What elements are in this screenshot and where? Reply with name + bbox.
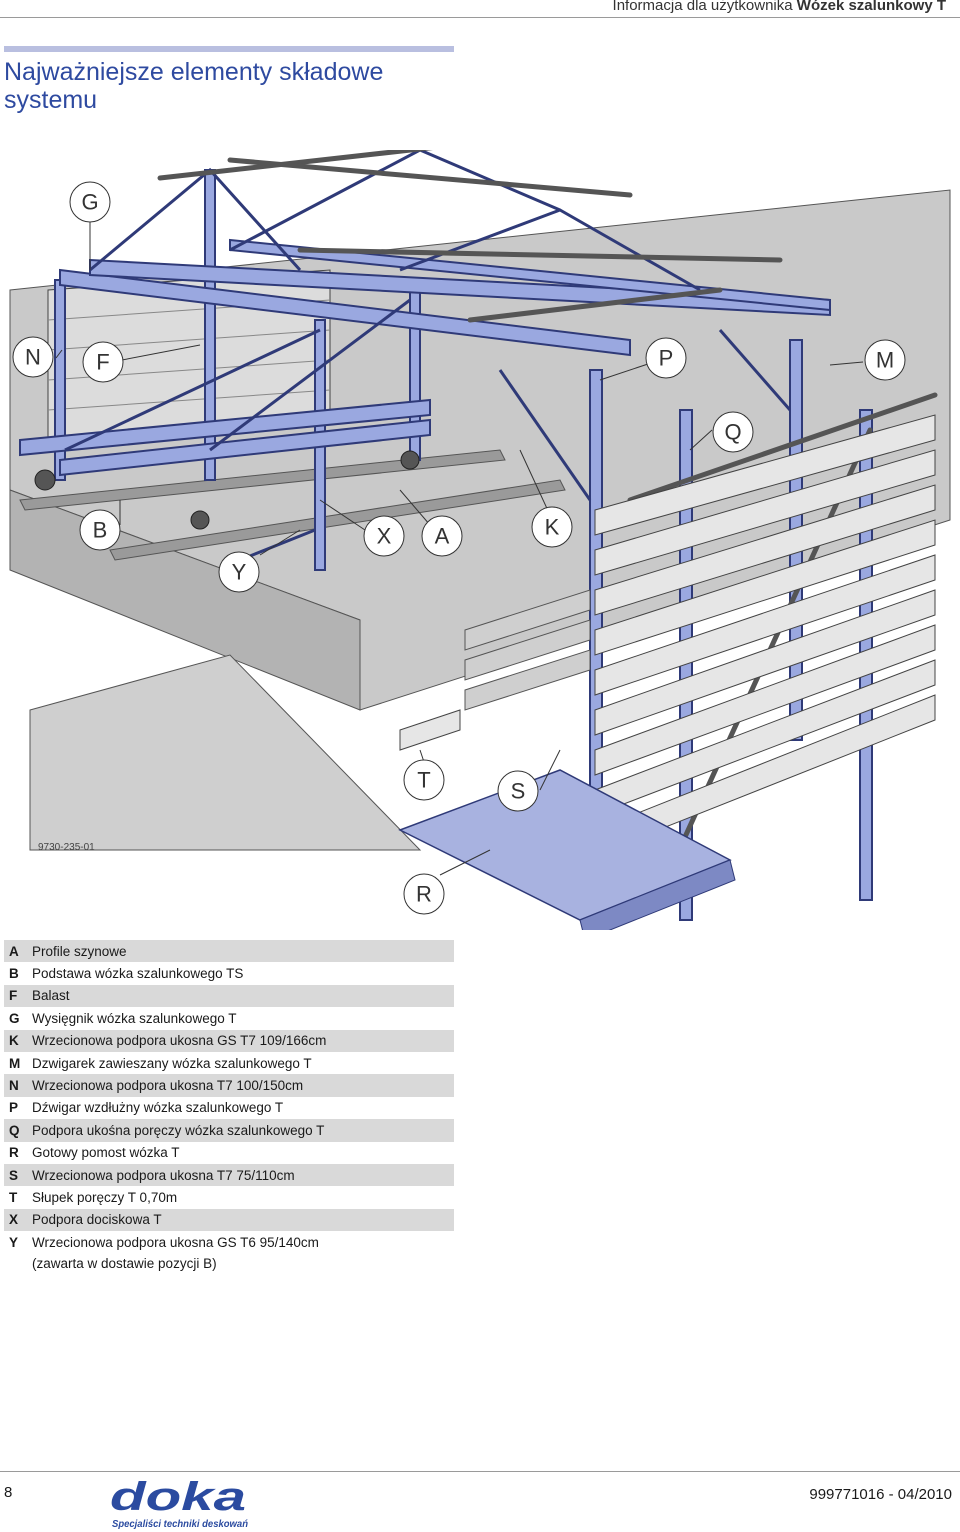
page-number: 8 [4,1484,13,1501]
header-product: Wózek szalunkowy T [796,0,946,14]
legend-row: G Wysięgnik wózka szalunkowego T [4,1007,454,1029]
legend-key: F [9,988,18,1004]
legend-text: Wrzecionowa podpora ukosna T7 75/110cm [32,1167,295,1183]
legend-text: Balast [32,988,70,1004]
legend-text: Profile szynowe [32,943,127,959]
legend-row: T Słupek poręczy T 0,70m [4,1186,454,1208]
legend-row: R Gotowy pomost wózka T [4,1142,454,1164]
logo-word: doka [110,1476,246,1519]
legend-key: M [9,1055,21,1071]
callout-Y: Y [232,560,247,585]
legend-row: B Podstawa wózka szalunkowego TS [4,962,454,984]
callout-M: M [876,348,894,373]
legend-row: S Wrzecionowa podpora ukosna T7 75/110cm [4,1163,454,1187]
legend-row: K Wrzecionowa podpora ukosna GS T7 109/16… [4,1029,454,1052]
callout-A: A [435,524,450,549]
system-illustration: G N F P M Q B X A K Y T S R [9,150,951,930]
callout-X: X [377,524,392,549]
legend-row: M Dzwigarek zawieszany wózka szalunkowego… [4,1052,454,1074]
callout-P: P [659,346,674,371]
legend-key: K [9,1033,19,1049]
title-accent-bar [4,46,454,52]
legend-row: A Profile szynowe [4,940,454,963]
legend-continuation: (zawarta w dostawie pozycji B) [32,1256,217,1272]
callout-F: F [96,350,109,375]
legend-key: A [9,943,19,959]
callout-T: T [417,768,430,793]
legend-row: X Podpora dociskowa T [4,1208,454,1232]
callout-R: R [416,882,432,907]
legend-key: P [9,1100,19,1116]
legend-text: Podpora dociskowa T [32,1212,162,1228]
legend-text: Wrzecionowa podpora ukosna GS T6 95/140c… [32,1234,319,1250]
legend-key: S [9,1167,19,1183]
legend-text: Gotowy pomost wózka T [32,1145,180,1161]
callout-B: B [93,518,108,543]
footer-rule [0,1471,960,1472]
legend-key: R [9,1145,19,1161]
page-title: Najważniejsze elementy składowe systemu [4,58,384,114]
header-prefix: Informacja dla użytkownika [612,0,793,14]
legend-text: Dzwigarek zawieszany wózka szalunkowego … [32,1055,312,1071]
callout-S: S [511,779,526,804]
legend-text: Słupek poręczy T 0,70m [32,1189,178,1205]
callout-N: N [25,345,41,370]
logo-slogan: Specjaliści techniki deskowań [112,1518,248,1530]
legend-text: Podpora ukośna poręczy wózka szalunkoweg… [32,1122,325,1138]
legend-row: Q Podpora ukośna poręczy wózka szalunkowe… [4,1119,454,1142]
page-header: Informacja dla użytkownika Wózek szalunk… [613,0,946,14]
legend-row: F Balast [4,984,454,1008]
legend-key: Q [9,1122,20,1138]
doka-logo: doka Specjaliści techniki deskowań [110,1476,248,1530]
legend-text: Wrzecionowa podpora ukosna GS T7 109/166… [32,1033,327,1049]
figure-id: 9730-235-01 [38,842,95,853]
legend-text: Podstawa wózka szalunkowego TS [32,966,244,982]
legend-key: Y [9,1234,19,1250]
legend-text: Wysięgnik wózka szalunkowego T [32,1010,237,1026]
legend-table: A Profile szynowe B Podstawa wózka szalunk… [4,940,454,1275]
legend-text: Dźwigar wzdłużny wózka szalunkowego T [32,1100,284,1116]
callout-G: G [81,190,98,215]
legend-row: N Wrzecionowa podpora ukosna T7 100/150cm [4,1074,454,1097]
legend-text: Wrzecionowa podpora ukosna T7 100/150cm [32,1078,304,1094]
legend-key: T [9,1189,18,1205]
legend-row: Y Wrzecionowa podpora ukosna GS T6 95/140… [4,1231,454,1253]
legend-key: B [9,966,19,982]
legend-key: N [9,1078,19,1094]
legend-row: P Dźwigar wzdłużny wózka szalunkowego T [4,1097,454,1119]
document-number: 999771016 - 04/2010 [809,1486,952,1503]
header-rule [0,17,960,18]
legend-key: X [9,1212,19,1228]
callout-K: K [545,515,560,540]
callout-Q: Q [724,420,741,445]
legend-key: G [9,1010,20,1026]
